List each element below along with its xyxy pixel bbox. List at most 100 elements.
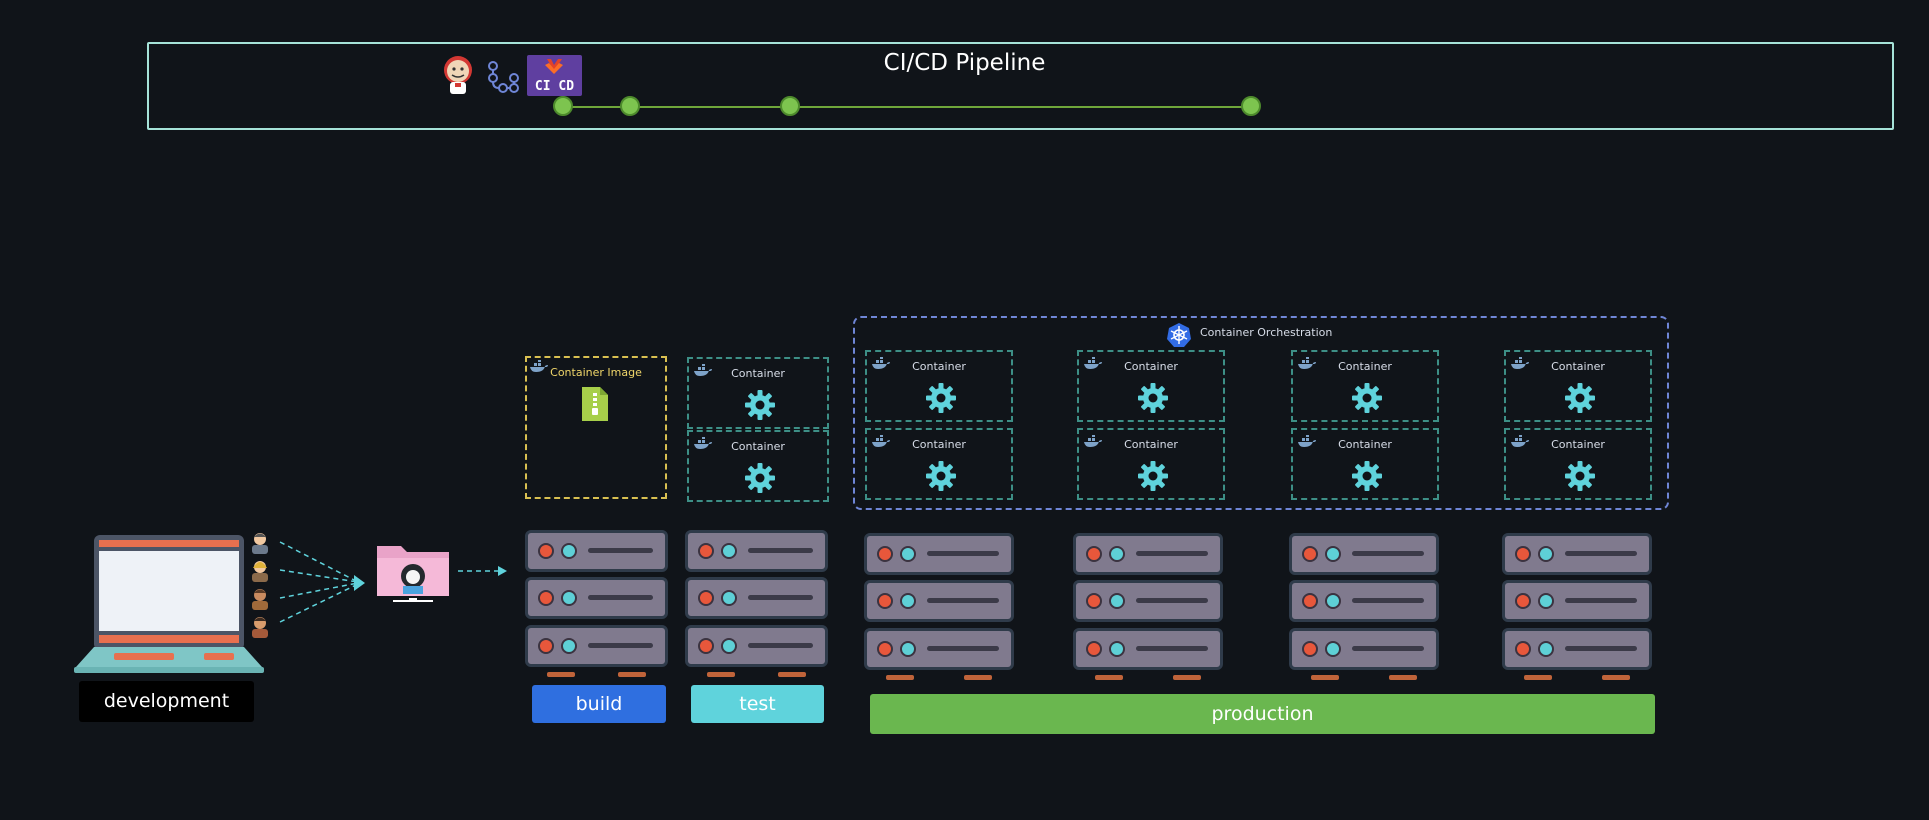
server-foot [547, 672, 575, 677]
pipeline-stage-dot [1241, 96, 1261, 116]
gear-icon [745, 463, 775, 493]
container-label: Container [731, 367, 785, 380]
status-light-teal [721, 638, 737, 654]
container-box: Container [687, 430, 829, 502]
gear-icon [926, 461, 956, 491]
build-label: build [532, 685, 666, 723]
status-light-red [698, 543, 714, 559]
status-light-teal [561, 590, 577, 606]
container-box: Container [865, 350, 1013, 422]
drive-slot [1565, 646, 1637, 651]
drive-slot [1565, 551, 1637, 556]
status-light-red [1515, 546, 1531, 562]
container-label: Container [1338, 438, 1392, 451]
gear-icon [1565, 383, 1595, 413]
status-light-teal [1325, 641, 1341, 657]
drive-slot [1352, 551, 1424, 556]
development-label: development [79, 681, 254, 722]
pipeline-stage-dot [780, 96, 800, 116]
drive-slot [1565, 598, 1637, 603]
container-label: Container [1124, 438, 1178, 451]
server-unit [1289, 628, 1439, 670]
status-light-red [1515, 641, 1531, 657]
drive-slot [748, 595, 813, 600]
pipeline-title: CI/CD Pipeline [883, 50, 1046, 76]
status-light-red [877, 593, 893, 609]
status-light-teal [1538, 593, 1554, 609]
server-unit [525, 625, 668, 667]
production-server-rack [864, 533, 1014, 680]
kubernetes-icon [1167, 323, 1191, 347]
status-light-teal [1109, 546, 1125, 562]
github-repo-folder-icon [377, 546, 449, 602]
server-unit [1502, 533, 1652, 575]
server-unit [685, 625, 828, 667]
server-unit [1289, 580, 1439, 622]
workflow-icon [488, 61, 519, 93]
server-foot [886, 675, 914, 680]
laptop-icon [74, 535, 264, 673]
status-light-teal [721, 590, 737, 606]
pipeline-stage-dot [620, 96, 640, 116]
status-light-red [1086, 641, 1102, 657]
server-foot [707, 672, 735, 677]
developer-avatar-icon [252, 533, 268, 554]
developer-avatar-icon [252, 589, 268, 610]
server-foot [1173, 675, 1201, 680]
commit-arrows [279, 541, 507, 623]
developer-avatar-icon [252, 617, 268, 638]
production-server-rack [1073, 533, 1223, 680]
server-unit [1073, 628, 1223, 670]
docker-whale-icon [1510, 356, 1530, 370]
server-unit [685, 530, 828, 572]
server-foot [964, 675, 992, 680]
status-light-red [1302, 593, 1318, 609]
test-label: test [691, 685, 824, 723]
status-light-red [1086, 593, 1102, 609]
status-light-teal [561, 638, 577, 654]
container-image-box [525, 356, 667, 499]
status-light-red [1515, 593, 1531, 609]
server-unit [685, 577, 828, 619]
drive-slot [1352, 646, 1424, 651]
container-box: Container [1291, 350, 1439, 422]
server-unit [864, 580, 1014, 622]
container-box: Container [1077, 350, 1225, 422]
server-unit [525, 577, 668, 619]
gear-icon [926, 383, 956, 413]
docker-whale-icon [1297, 356, 1317, 370]
drive-slot [1136, 551, 1208, 556]
status-light-teal [1325, 593, 1341, 609]
docker-whale-icon [693, 436, 713, 450]
status-light-teal [561, 543, 577, 559]
container-box: Container [1077, 428, 1225, 500]
gear-icon [1352, 383, 1382, 413]
docker-whale-icon [693, 363, 713, 377]
server-foot [618, 672, 646, 677]
jenkins-icon [444, 56, 472, 94]
container-label: Container [1551, 438, 1605, 451]
drive-slot [588, 595, 653, 600]
test-server-rack [685, 530, 828, 677]
developer-group [250, 530, 280, 640]
container-label: Container [1551, 360, 1605, 373]
drive-slot [1136, 598, 1208, 603]
server-unit [525, 530, 668, 572]
production-server-rack [1289, 533, 1439, 680]
zip-file-icon [582, 387, 608, 421]
gear-icon [1352, 461, 1382, 491]
container-box: Container [1504, 428, 1652, 500]
status-light-red [538, 590, 554, 606]
container-label: Container [912, 438, 966, 451]
server-foot [1389, 675, 1417, 680]
docker-whale-icon [1297, 434, 1317, 448]
server-foot [778, 672, 806, 677]
container-label: Container [1338, 360, 1392, 373]
server-unit [1502, 628, 1652, 670]
container-label: Container [731, 440, 785, 453]
docker-whale-icon [871, 434, 891, 448]
docker-whale-icon [1510, 434, 1530, 448]
docker-whale-icon [530, 360, 548, 372]
status-light-teal [900, 546, 916, 562]
container-label: Container [1124, 360, 1178, 373]
